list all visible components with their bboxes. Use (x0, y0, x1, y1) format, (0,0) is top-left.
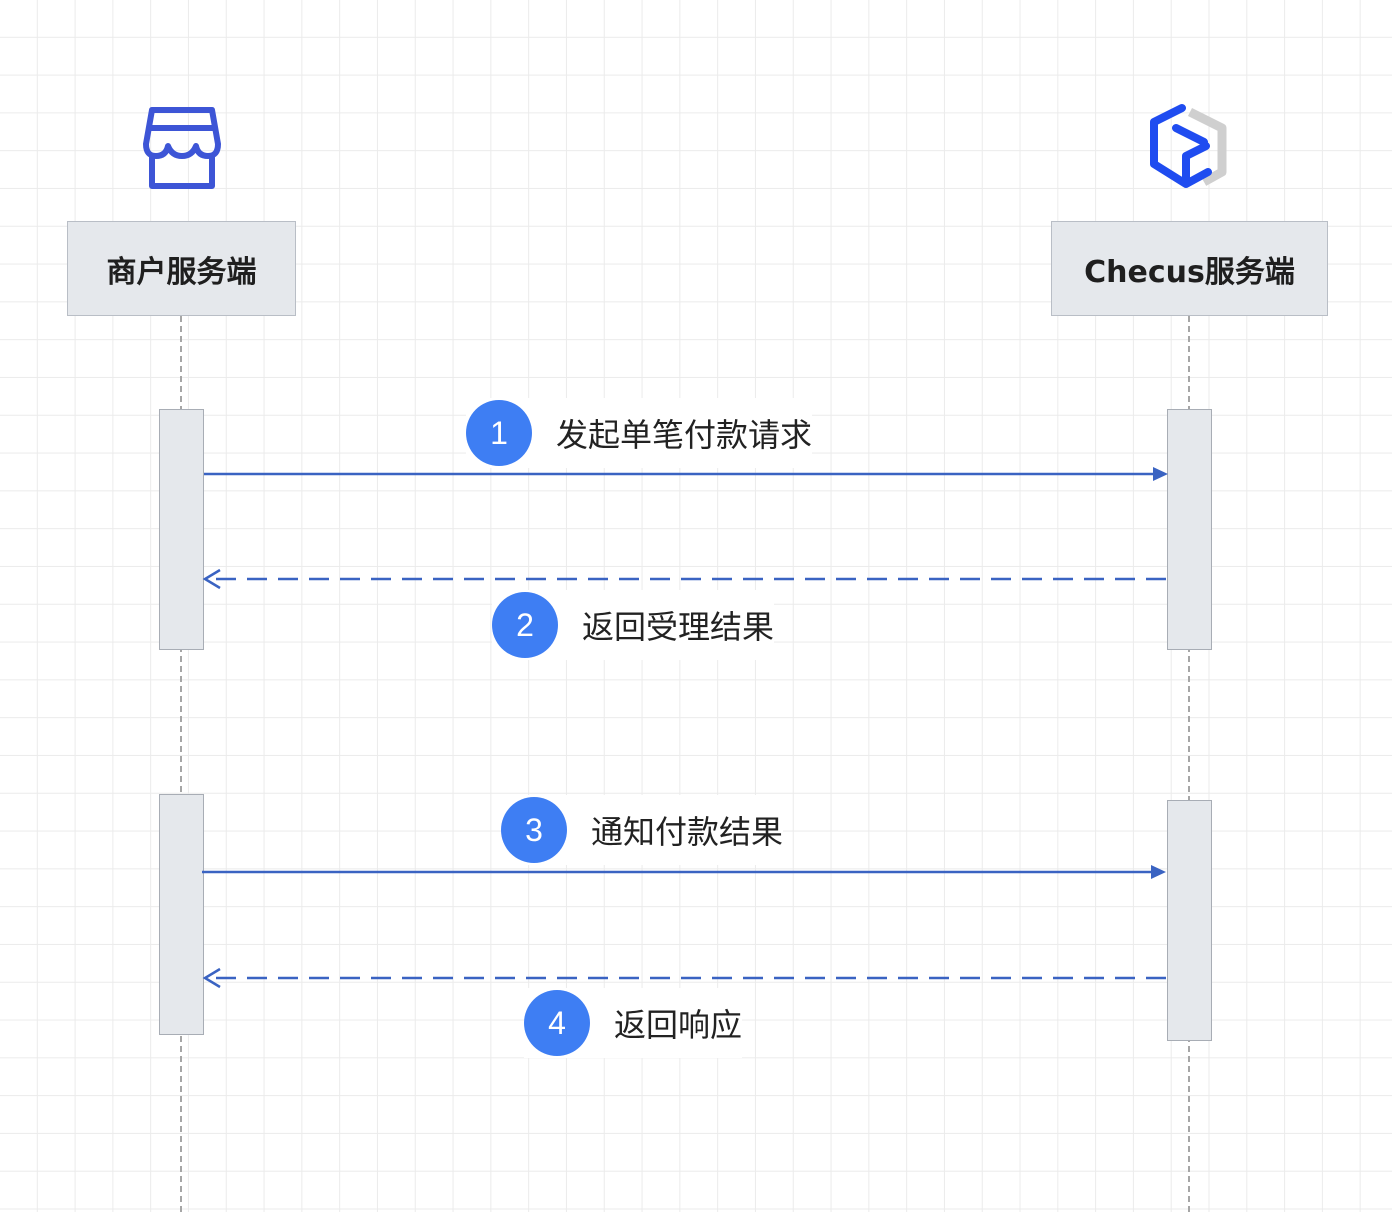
message-2-arrowhead (202, 568, 221, 590)
message-2-label: 2 返回受理结果 (492, 590, 775, 660)
step-badge: 3 (501, 797, 567, 863)
checus-participant-label: Checus服务端 (1084, 254, 1295, 290)
checus-activation-1 (1167, 409, 1212, 650)
step-badge: 1 (466, 400, 532, 466)
step-badge: 2 (492, 592, 558, 658)
message-text: 返回受理结果 (582, 608, 775, 646)
merchant-activation-2 (159, 794, 204, 1035)
message-4-arrowhead (202, 967, 221, 989)
merchant-activation-1 (159, 409, 204, 650)
merchant-participant: 商户服务端 (67, 221, 296, 316)
checus-activation-2 (1167, 800, 1212, 1041)
message-3-arrowhead (1151, 865, 1166, 879)
store-icon (143, 107, 221, 189)
step-badge: 4 (524, 990, 590, 1056)
checus-lifeline (1188, 316, 1190, 1212)
checus-logo-icon (1150, 104, 1227, 188)
merchant-participant-label: 商户服务端 (106, 254, 257, 290)
merchant-lifeline (180, 316, 182, 1212)
message-1-arrowhead (1153, 467, 1168, 481)
message-text: 发起单笔付款请求 (556, 416, 813, 454)
message-4-label: 4 返回响应 (524, 988, 743, 1058)
message-1-label: 1 发起单笔付款请求 (466, 398, 813, 468)
checus-participant: Checus服务端 (1051, 221, 1328, 316)
message-text: 通知付款结果 (591, 813, 784, 851)
message-3-label: 3 通知付款结果 (501, 795, 784, 865)
message-text: 返回响应 (614, 1006, 743, 1044)
